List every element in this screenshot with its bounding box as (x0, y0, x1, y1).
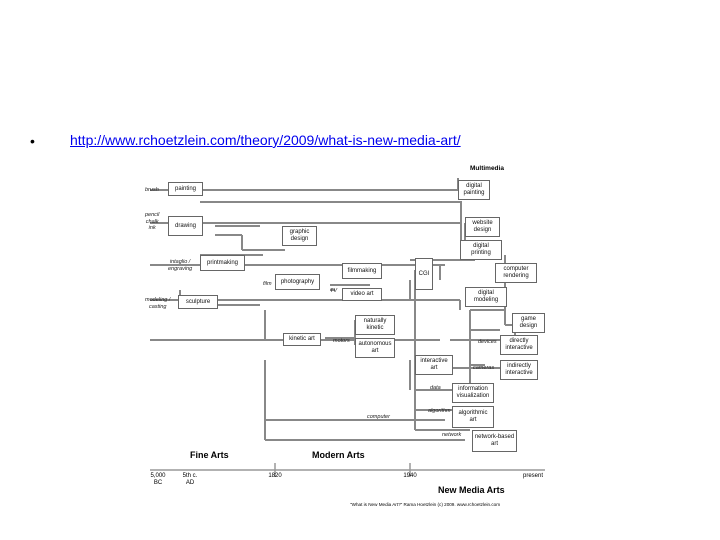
node-algorithmic-art: algorithmic art (452, 406, 494, 428)
node-painting: painting (168, 182, 203, 196)
node-naturally-kinetic: naturally kinetic (355, 315, 395, 335)
diagram-credit: "What is New Media Art?" Rama Hoetzlein … (350, 502, 501, 507)
tick-5000-bc: 5,000 BC (150, 473, 166, 486)
label-algorithm: algorithm (428, 408, 451, 414)
node-directly-interactive: directly interactive (500, 335, 538, 355)
node-printmaking: printmaking (200, 255, 245, 271)
node-website-design: website design (465, 217, 500, 237)
multimedia-title: Multimedia (470, 165, 504, 172)
node-digital-printing: digital printing (460, 240, 502, 260)
node-network-based-art: network-based art (472, 430, 517, 452)
era-new-media-arts: New Media Arts (438, 485, 505, 495)
node-sculpture: sculpture (178, 295, 218, 309)
node-interactive-art: interactive art (415, 355, 453, 375)
node-photography: photography (275, 274, 320, 290)
node-digital-painting: digital painting (458, 180, 490, 200)
node-filmmaking: filmmaking (342, 263, 382, 279)
era-fine-arts: Fine Arts (190, 450, 229, 460)
article-link[interactable]: http://www.rchoetzlein.com/theory/2009/w… (70, 132, 461, 148)
node-indirectly-interactive: indirectly interactive (500, 360, 538, 380)
bullet-marker: • (30, 133, 35, 149)
node-graphic-design: graphic design (282, 226, 317, 246)
node-kinetic-art: kinetic art (283, 333, 321, 346)
tick-1940: 1940 (403, 473, 417, 479)
label-devices: devices (478, 339, 497, 345)
label-brush: brush (145, 187, 159, 193)
label-tv: TV (330, 288, 338, 294)
label-motors: motors (333, 338, 350, 344)
node-cgi: CGI (415, 258, 433, 290)
new-media-art-diagram: Multimedia brush pencil chalk ink intagl… (140, 160, 560, 515)
label-computer: computer (367, 414, 390, 420)
label-cameras: cameras (473, 365, 495, 371)
label-pencil: pencil chalk ink (145, 212, 160, 231)
label-data: data (430, 385, 441, 391)
tick-5th-c-ad: 5th c. AD (182, 473, 198, 486)
label-intaglio: intaglio / engraving (168, 259, 193, 272)
diagram-connectors (150, 178, 545, 477)
node-information-visualization: information visualization (452, 383, 494, 403)
label-modeling: modeling / casting (145, 297, 171, 310)
era-modern-arts: Modern Arts (312, 450, 365, 460)
node-autonomous-art: autonomous art (355, 338, 395, 358)
node-game-design: game design (512, 313, 545, 333)
node-digital-modeling: digital modeling (465, 287, 507, 307)
tick-present: present (522, 473, 543, 479)
node-computer-rendering: computer rendering (495, 263, 537, 283)
tick-1820: 1820 (268, 473, 282, 479)
label-film: film (263, 281, 272, 287)
node-video-art: video art (342, 288, 382, 301)
label-network: network (442, 432, 462, 438)
node-drawing: drawing (168, 216, 203, 236)
